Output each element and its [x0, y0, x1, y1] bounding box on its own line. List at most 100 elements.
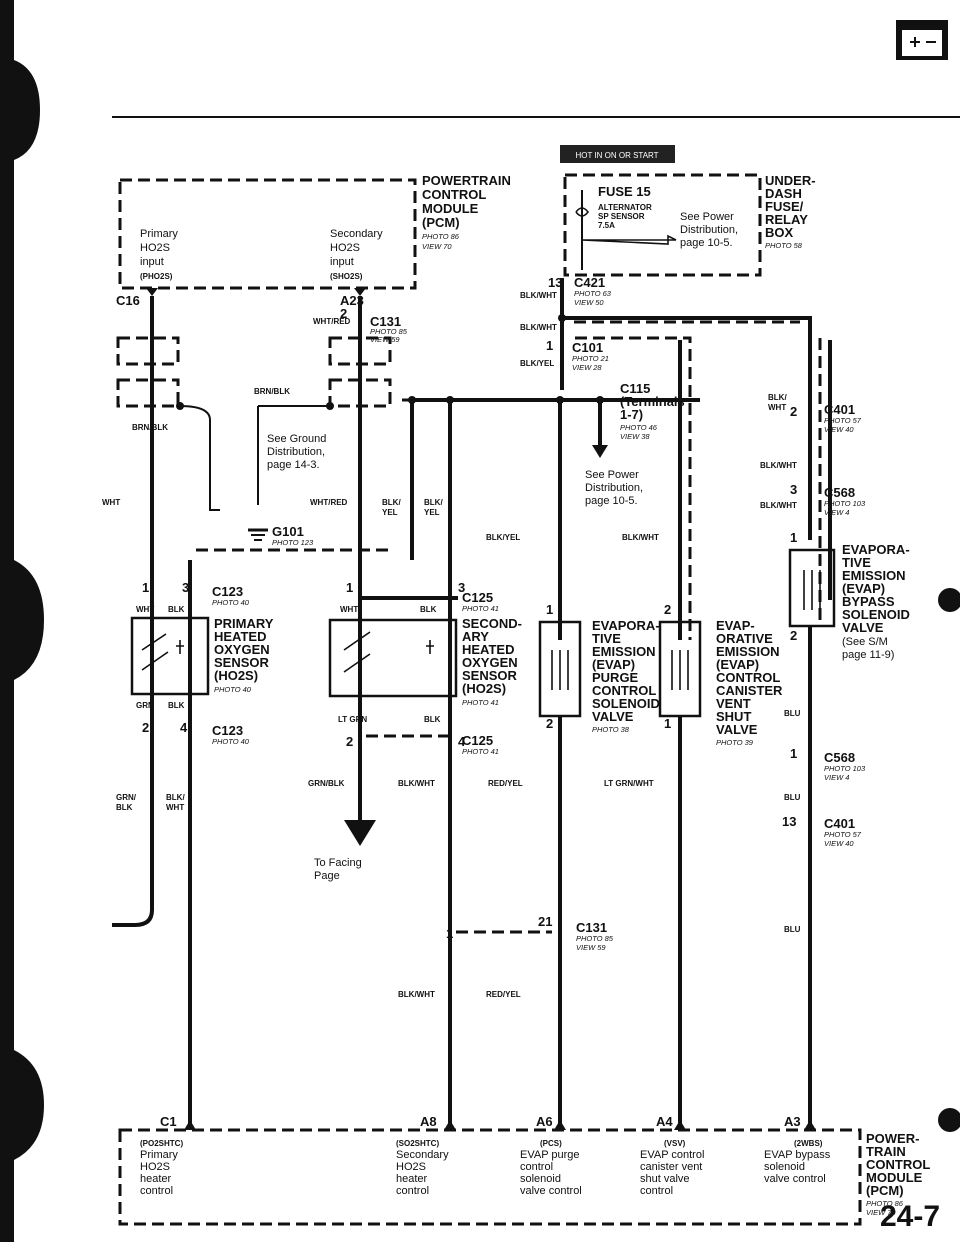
svg-text:To Facing: To Facing — [314, 857, 362, 869]
c401a-pin: 2 — [790, 404, 797, 419]
svg-text:EVAPORA-: EVAPORA- — [842, 542, 910, 557]
svg-text:Distribution,: Distribution, — [680, 224, 738, 236]
secondary-ho2s-label: SECOND- ARY HEATED OXYGEN SENSOR (HO2S) … — [462, 616, 522, 707]
svg-text:CONTROL: CONTROL — [422, 187, 486, 202]
pcm-secondary-input: Secondary HO2S input (SHO2S) — [330, 228, 383, 281]
connector-c421: C421 — [574, 275, 605, 290]
svg-text:solenoid: solenoid — [764, 1161, 805, 1173]
secondary-ho2s-box — [328, 618, 458, 698]
svg-text:(PHO2S): (PHO2S) — [140, 272, 173, 281]
svg-text:(EVAP): (EVAP) — [592, 657, 635, 672]
c123b-grn: GRN — [136, 701, 154, 710]
svg-text:SHUT: SHUT — [716, 709, 751, 724]
c568a-photo: PHOTO 103 — [824, 499, 866, 508]
bypass-blk-wht-2: WHT — [768, 403, 786, 412]
c401b-view: VIEW 40 — [824, 839, 854, 848]
purge-pin1: 1 — [546, 602, 553, 617]
connector-c101: C101 — [572, 340, 603, 355]
svg-text:HO2S: HO2S — [140, 1161, 170, 1173]
svg-text:PHOTO 86: PHOTO 86 — [866, 1199, 904, 1208]
shield-secondary — [328, 336, 392, 408]
svg-text:HEATED: HEATED — [462, 642, 514, 657]
svg-text:EVAP bypass: EVAP bypass — [764, 1149, 831, 1161]
svg-text:TIVE: TIVE — [592, 631, 621, 646]
svg-text:HO2S: HO2S — [330, 242, 360, 254]
svg-text:GRN/: GRN/ — [116, 793, 137, 802]
wire-blk-wht-c421: BLK/WHT — [520, 291, 557, 300]
purge-pin2: 2 — [664, 602, 671, 617]
solenoid-icon — [671, 650, 689, 690]
c123b-pin2: 2 — [142, 720, 149, 735]
c125b-pin2: 2 — [346, 734, 353, 749]
connector-c125b: C125 — [462, 733, 493, 748]
c123b-photo: PHOTO 40 — [212, 737, 250, 746]
solenoid-icon — [551, 650, 569, 690]
wire-blk-wht-label: BLK/ WHT — [166, 793, 185, 812]
evap-bypass-label: EVAPORA- TIVE EMISSION (EVAP) BYPASS SOL… — [842, 542, 910, 661]
svg-text:(VSV): (VSV) — [664, 1139, 686, 1148]
svg-text:C1: C1 — [160, 1114, 177, 1129]
svg-text:UNDER-: UNDER- — [765, 173, 816, 188]
svg-text:(See S/M: (See S/M — [842, 636, 888, 648]
wire-blk-wht-c101: BLK/WHT — [520, 323, 557, 332]
svg-text:RELAY: RELAY — [765, 212, 808, 227]
svg-text:G101: G101 — [272, 524, 304, 539]
c401a-photo: PHOTO 57 — [824, 416, 862, 425]
c131b-pin21: 21 — [538, 914, 552, 929]
bypass-pin1: 1 — [790, 530, 797, 545]
wire-evap-pcm — [558, 716, 682, 1130]
c401b-photo: PHOTO 57 — [824, 830, 862, 839]
wire-blu-2: BLU — [784, 793, 801, 802]
c125a-pin1: 1 — [346, 580, 353, 595]
svg-text:page 14-3.: page 14-3. — [267, 459, 320, 471]
svg-text:TRAIN: TRAIN — [866, 1144, 906, 1159]
svg-text:Distribution,: Distribution, — [585, 482, 643, 494]
svg-text:input: input — [330, 256, 354, 268]
svg-text:SOLENOID: SOLENOID — [592, 696, 660, 711]
c568b-pin: 1 — [790, 746, 797, 761]
fuse-box-title: UNDER- DASH FUSE/ RELAY BOX PHOTO 58 — [765, 173, 816, 250]
svg-text:PHOTO 38: PHOTO 38 — [592, 725, 630, 734]
svg-text:A3: A3 — [784, 1114, 801, 1129]
hot-badge-box — [560, 145, 675, 163]
svg-text:(SO2SHTC): (SO2SHTC) — [396, 1139, 439, 1148]
wire-blk-yel-a: BLK/ YEL — [382, 498, 401, 517]
hole-punch — [938, 1108, 960, 1132]
fuse-power-note: See Power Distribution, page 10-5. — [680, 211, 738, 249]
svg-text:SENSOR: SENSOR — [214, 655, 270, 670]
wire-secondary-sensor — [358, 560, 458, 700]
to-facing-page: To Facing Page — [314, 820, 376, 882]
svg-text:valve control: valve control — [764, 1173, 826, 1185]
wire-grn-blk: GRN/BLK — [308, 779, 345, 788]
c568b-view: VIEW 4 — [824, 773, 849, 782]
svg-text:A6: A6 — [536, 1114, 553, 1129]
svg-text:CONTROL: CONTROL — [866, 1157, 930, 1172]
svg-text:(2WBS): (2WBS) — [794, 1139, 823, 1148]
solenoid-icon — [803, 570, 821, 610]
binding-tab — [14, 60, 40, 160]
ground-distribution-note: See Ground Distribution, page 14-3. — [267, 433, 326, 471]
pcm-pin-a3: A3 (2WBS) EVAP bypass solenoid valve con… — [764, 1114, 831, 1185]
svg-text:control: control — [140, 1185, 173, 1197]
c123a-pin1: 1 — [142, 580, 149, 595]
svg-text:page 10-5.: page 10-5. — [585, 495, 638, 507]
power-distribution-note: See Power Distribution, page 10-5. — [585, 469, 643, 507]
svg-text:page 10-5.: page 10-5. — [680, 237, 733, 249]
fuse-box — [563, 173, 762, 277]
vent-pin2: 2 — [546, 716, 553, 731]
svg-text:BLK: BLK — [116, 803, 133, 812]
svg-text:input: input — [140, 256, 164, 268]
svg-text:(EVAP): (EVAP) — [842, 581, 885, 596]
svg-text:OXYGEN: OXYGEN — [214, 642, 270, 657]
svg-text:PHOTO 123: PHOTO 123 — [272, 538, 314, 547]
svg-text:control: control — [520, 1161, 553, 1173]
svg-text:PHOTO 86: PHOTO 86 — [422, 232, 460, 241]
svg-text:PHOTO 39: PHOTO 39 — [716, 738, 754, 747]
c101-view: VIEW 28 — [572, 363, 602, 372]
primary-ho2s-box — [130, 616, 210, 696]
svg-text:VIEW 70: VIEW 70 — [866, 1208, 896, 1217]
power-arrow — [581, 234, 677, 245]
svg-text:See Power: See Power — [585, 469, 639, 481]
sensor-icon — [343, 631, 434, 673]
svg-text:heater: heater — [396, 1173, 428, 1185]
